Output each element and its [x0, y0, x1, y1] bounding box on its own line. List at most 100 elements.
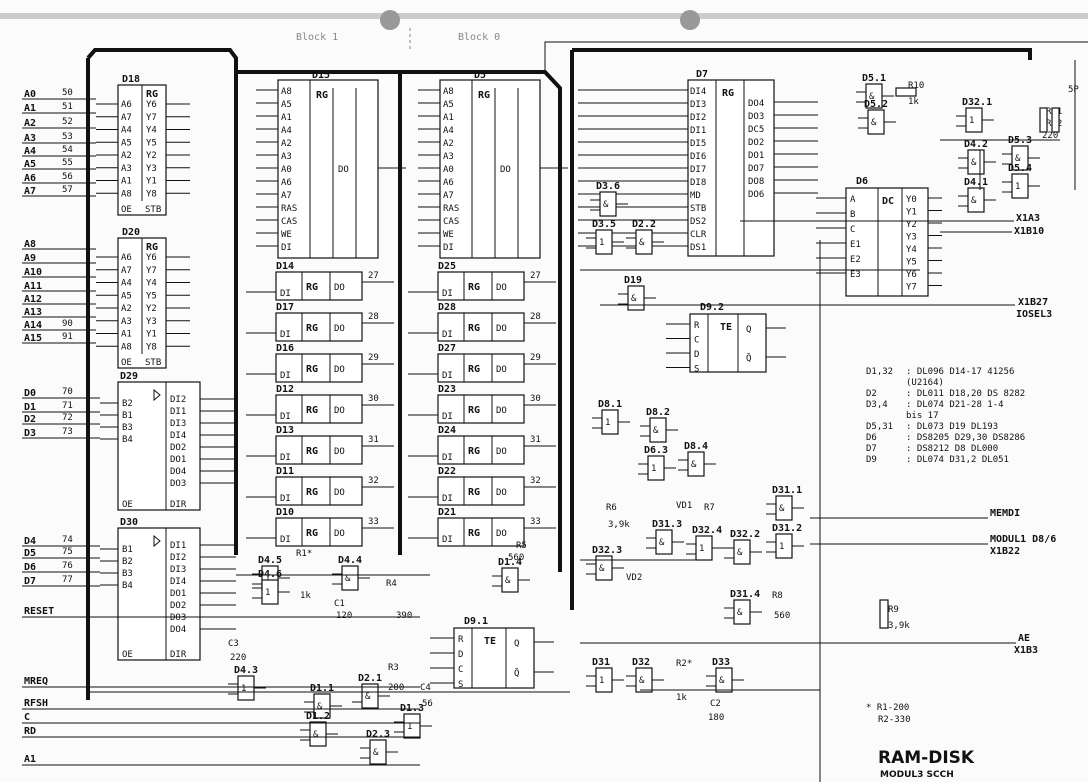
ram-di: DI [280, 535, 291, 545]
pin-oe: OE [122, 500, 133, 510]
pin-r: R [458, 635, 464, 645]
component-label: R8 [772, 591, 783, 601]
ram-pin: 30 [530, 394, 541, 404]
pin-in-b3: B3 [122, 423, 133, 433]
signal-pin: 56 [62, 172, 73, 182]
signal-pin: 51 [62, 102, 73, 112]
ram-di: DI [442, 330, 453, 340]
pin-out-do3: DO3 [748, 112, 764, 122]
pin-e2: E2 [850, 255, 861, 265]
pin-out-do2: DO2 [748, 138, 764, 148]
gate-name: D1.4 [498, 557, 522, 568]
pin-out: Q [514, 639, 519, 649]
pin-out-y2: Y2 [146, 304, 157, 314]
legend-ref: D2 [866, 389, 877, 399]
component-label: 560 [508, 553, 524, 563]
ram-name: D12 [276, 384, 294, 395]
ram-label: RG [468, 364, 480, 375]
out-modul1: MODUL1 D8/6 [990, 534, 1056, 545]
pin-out-do3: DO3 [170, 613, 186, 623]
pin-out-di4: DI4 [170, 431, 186, 441]
signal-pin: 50 [62, 88, 73, 98]
pin-y2: Y2 [906, 220, 917, 230]
gate-sym: & [871, 118, 877, 128]
signal-a12: A12 [22, 294, 96, 305]
pin-out-do4: DO4 [170, 467, 186, 477]
gate-sym: 1 [241, 684, 246, 694]
pin-in-di4: DI4 [690, 87, 706, 97]
ram-di: DI [280, 494, 291, 504]
pin-in-a6: A6 [121, 253, 132, 263]
chip-type: RG [316, 90, 328, 101]
pin-e1: E1 [850, 240, 861, 250]
ram-label: RG [468, 405, 480, 416]
signal-mreq: MREQ [22, 676, 420, 688]
pin-in-a2: A2 [121, 151, 132, 161]
ram-name: D14 [276, 261, 294, 272]
signal-pin: 53 [62, 132, 73, 142]
signal-name: MREQ [24, 676, 48, 687]
component-label: C2 [710, 699, 721, 709]
pin-a: A [850, 195, 856, 205]
ram-pin: 29 [368, 353, 379, 363]
signal-a9: A9 [22, 253, 96, 264]
gate-d32-2: D32.2& [724, 529, 762, 565]
component-label: R4 [386, 579, 397, 589]
pin-out-y3: Y3 [146, 164, 157, 174]
gate-name: D32.3 [592, 545, 622, 556]
signal-name: A8 [24, 239, 36, 250]
gate-name: D8.4 [684, 441, 708, 452]
component-label: C1 [334, 599, 345, 609]
note-r2: R2-330 [878, 715, 911, 725]
ram-name: D13 [276, 425, 294, 436]
pin-out-di1: DI1 [170, 407, 186, 417]
pin-oe: OE [121, 205, 132, 215]
gate-name: D31.1 [772, 485, 802, 496]
component-label: R7 [704, 503, 715, 513]
pin-stb: STB [145, 358, 161, 368]
pin-in-stb: STB [690, 204, 706, 214]
pin-a8: A8 [281, 87, 292, 97]
ram-pin: 28 [368, 312, 379, 322]
chip-name: D5 [474, 70, 486, 81]
ram-out: DO [496, 283, 507, 293]
gate-name: D5.2 [864, 99, 888, 110]
pin-a7: A7 [443, 191, 454, 201]
gate-sym: & [603, 200, 609, 210]
ram-pin: 31 [530, 435, 541, 445]
ram-name: D21 [438, 507, 456, 518]
pin-in-md: MD [690, 191, 701, 201]
signal-a13: A13 [22, 307, 96, 318]
gate-name: D6.3 [644, 445, 668, 456]
pin-a0: A0 [443, 165, 454, 175]
pin-in-di3: DI3 [690, 100, 706, 110]
pin-dir: DIR [170, 500, 187, 510]
chip-name: D7 [696, 69, 708, 80]
ram-label: RG [468, 323, 480, 334]
punch-hole-left [380, 10, 400, 30]
out-iosel3: IOSEL3 [1016, 309, 1052, 320]
pin-out-di2: DI2 [170, 395, 186, 405]
signal-pin: 72 [62, 413, 73, 423]
signal-name: RD [24, 726, 36, 737]
component-label: 200 [388, 683, 404, 693]
gate-sym: & [373, 748, 379, 758]
pin-out-di3: DI3 [170, 565, 186, 575]
component-label: R5 [516, 541, 527, 551]
component-label: 1k [908, 97, 919, 107]
signal-pin: 76 [62, 561, 73, 571]
gate-sym: & [971, 158, 977, 168]
chip-name: D20 [122, 227, 140, 238]
pin-in-b4: B4 [122, 581, 133, 591]
ram-di: DI [442, 494, 453, 504]
gate-sym: 1 [1015, 182, 1020, 192]
pin-out: Q̄ [746, 352, 751, 364]
pin-out-y1: Y1 [146, 330, 157, 340]
gate-sym: 1 [599, 676, 604, 686]
gate-d31-3: D31.3& [646, 519, 684, 555]
pin-out-do1: DO1 [748, 151, 764, 161]
gate-name: D4.1 [964, 177, 988, 188]
